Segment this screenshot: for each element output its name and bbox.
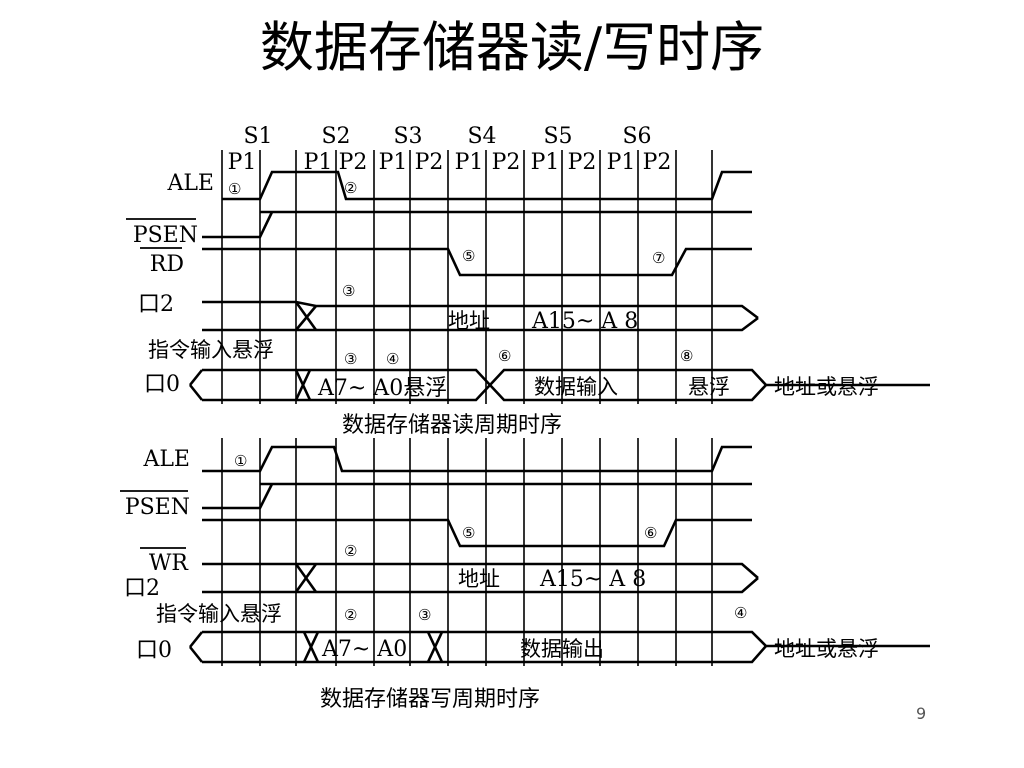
port0-label: 口0 — [144, 372, 180, 397]
marker-read-4: ④ — [386, 350, 399, 368]
state-label: S3 — [393, 124, 422, 149]
phase-label: P2 — [492, 150, 521, 175]
port0-data-output: 数据输出 — [520, 637, 604, 661]
port0-tail: 地址或悬浮 — [774, 375, 879, 399]
phase-label: P1 — [531, 150, 560, 175]
marker-write-4: ④ — [734, 604, 747, 622]
port0-bus-bottom-2 — [202, 645, 767, 664]
port0-addr-low: A7~ A0悬浮 — [317, 376, 447, 401]
phase-labels: P1 P1 P2 P1 P2 P1 P2 P1 P2 P1 P2 — [228, 150, 672, 175]
marker-write-1: ① — [234, 452, 247, 470]
marker-read-8: ⑧ — [680, 347, 693, 365]
rd-waveform — [202, 247, 752, 277]
port2-addr-range: A15~ A 8 — [531, 309, 638, 334]
write-cycle-caption: 数据存储器写周期时序 — [320, 687, 540, 712]
phase-label: P2 — [339, 150, 368, 175]
port0-data-input: 数据输入 — [534, 375, 618, 399]
port0-float: 悬浮 — [688, 375, 730, 399]
ale-waveform — [222, 170, 752, 201]
marker-read-5: ⑤ — [462, 247, 475, 265]
page-number: 9 — [916, 704, 927, 723]
marker-read-1: ① — [228, 180, 241, 198]
port2-label-2: 口2 — [124, 576, 160, 601]
state-label: S6 — [622, 124, 651, 149]
phase-label: P1 — [607, 150, 636, 175]
ale-waveform-2 — [202, 445, 752, 473]
port2-label: 口2 — [138, 292, 174, 317]
state-label: S5 — [543, 124, 572, 149]
port2-addr-prefix-2: 地址 — [458, 567, 500, 591]
wr-waveform — [202, 518, 752, 548]
marker-read-7: ⑦ — [652, 249, 665, 267]
phase-label: P1 — [455, 150, 484, 175]
port0-addr-low-2: A7~ A0 — [321, 637, 407, 662]
marker-write-3: ③ — [418, 606, 431, 624]
marker-write-6: ⑥ — [644, 524, 657, 542]
marker-write-5: ⑤ — [462, 524, 475, 542]
marker-write-2a: ② — [344, 542, 357, 560]
psen-waveform — [202, 211, 274, 239]
phase-label: P2 — [643, 150, 672, 175]
write-cycle: ALE PSEN WR 口2 指令输入悬浮 口0 — [120, 445, 930, 664]
phase-label: P2 — [415, 150, 444, 175]
psen-label-2: PSEN — [125, 495, 190, 520]
psen-waveform-2 — [202, 483, 274, 510]
marker-read-3b: ③ — [344, 350, 357, 368]
port2-addr-prefix: 地址 — [448, 309, 490, 333]
marker-write-2b: ② — [344, 606, 357, 624]
port2-addr-range-2: A15~ A 8 — [539, 567, 646, 592]
phase-label: P1 — [379, 150, 408, 175]
port0-bus-top-2 — [202, 630, 930, 648]
read-cycle-caption: 数据存储器读周期时序 — [342, 413, 562, 438]
state-label: S2 — [321, 124, 350, 149]
state-label: S1 — [243, 124, 272, 149]
ale-label-2: ALE — [142, 447, 190, 472]
instr-float-label: 指令输入悬浮 — [148, 338, 274, 362]
page-title: 数据存储器读/写时序 — [259, 16, 765, 79]
psen-label: PSEN — [133, 223, 198, 248]
wr-label: WR — [149, 551, 190, 576]
phase-label: P1 — [228, 150, 257, 175]
marker-read-2: ② — [344, 179, 357, 197]
marker-read-3a: ③ — [342, 282, 355, 300]
instr-float-label-2: 指令输入悬浮 — [156, 602, 282, 626]
ale-label: ALE — [166, 171, 214, 196]
read-cycle: ALE PSEN RD 口2 指令输入悬浮 口0 — [126, 170, 930, 402]
state-label: S4 — [467, 124, 496, 149]
state-labels: S1 S2 S3 S4 S5 S6 — [243, 124, 651, 149]
rd-label: RD — [150, 252, 184, 277]
port0-tail-2: 地址或悬浮 — [774, 637, 879, 661]
marker-read-6: ⑥ — [498, 347, 511, 365]
time-gridlines — [221, 150, 713, 666]
phase-label: P2 — [568, 150, 597, 175]
port0-bus-bottom — [202, 383, 767, 402]
port0-label-2: 口0 — [136, 638, 172, 663]
